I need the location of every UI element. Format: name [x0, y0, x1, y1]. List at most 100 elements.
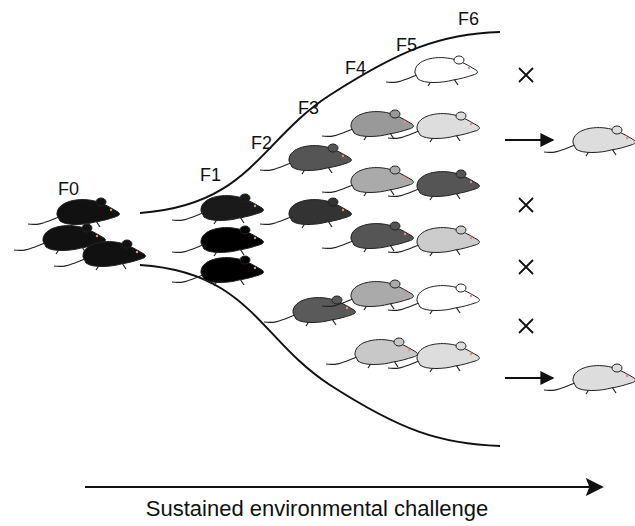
mouse-tail [28, 217, 59, 224]
mouse-body [355, 340, 417, 365]
mouse [28, 198, 119, 228]
mouse-eye [342, 209, 344, 211]
mouse-tail [544, 145, 575, 152]
mouse-body [201, 258, 263, 283]
mouse-tail [388, 361, 419, 368]
mouse-eye [254, 267, 256, 269]
cross-mark [519, 319, 533, 333]
upper-envelope [140, 32, 500, 213]
mouse [322, 280, 413, 310]
mouse-ear [122, 240, 132, 248]
mouse [260, 144, 351, 174]
mouse-body [351, 282, 413, 307]
mouse-ear [240, 194, 250, 202]
lower-envelope [140, 265, 500, 446]
mouse-body [293, 298, 355, 323]
mouse [172, 194, 263, 224]
mouse-ear [332, 296, 342, 304]
survival-arrow [505, 377, 553, 379]
mouse-tail [264, 315, 295, 322]
mouse-ear [612, 126, 622, 134]
mouse-eye [404, 121, 406, 123]
axis-caption: Sustained environmental challenge [146, 498, 488, 520]
mouse-eye [404, 233, 406, 235]
mouse-body [417, 172, 479, 197]
mouse-ear [456, 342, 466, 350]
mouse [54, 240, 145, 270]
mouse-ear [454, 56, 464, 64]
mouse-tail [322, 299, 353, 306]
mouse-eye [136, 251, 138, 253]
mouse-ear [390, 222, 400, 230]
mouse [388, 226, 479, 256]
mouse-ear [390, 280, 400, 288]
mouse-ear [328, 144, 338, 152]
mouse-ear [456, 284, 466, 292]
mouse [388, 342, 479, 372]
mouse-ear [240, 256, 250, 264]
mouse-body [289, 146, 351, 171]
generation-label: F5 [396, 36, 417, 54]
mouse-tail [322, 241, 353, 248]
mouse [172, 256, 263, 286]
mouse-ear [456, 112, 466, 120]
generation-label: F3 [298, 99, 319, 117]
generation-label: F2 [251, 134, 272, 152]
generation-label: F4 [345, 59, 366, 77]
mouse-tail [322, 129, 353, 136]
mouse-eye [254, 237, 256, 239]
mouse-tail [388, 303, 419, 310]
mouse [388, 170, 479, 200]
mouse-body [289, 200, 351, 225]
mouse-eye [626, 137, 628, 139]
mouse-eye [470, 295, 472, 297]
time-arrow [85, 486, 602, 488]
mouse-ear [328, 198, 338, 206]
cross-mark [519, 260, 533, 274]
mouse-tail [14, 243, 45, 250]
mouse [326, 338, 417, 368]
mouse-tail [544, 383, 575, 390]
mouse-eye [470, 353, 472, 355]
mouse-body [351, 112, 413, 137]
mouse-body [351, 224, 413, 249]
mouse-body [57, 200, 119, 225]
mouse-eye [346, 307, 348, 309]
mouse-tail [54, 259, 85, 266]
mouse [322, 222, 413, 252]
mouse [322, 110, 413, 140]
mouse-ear [612, 364, 622, 372]
mouse [386, 56, 477, 86]
mouse-tail [260, 217, 291, 224]
mouse-eye [468, 67, 470, 69]
mouse-tail [172, 213, 203, 220]
mouse-eye [110, 209, 112, 211]
mouse-tail [172, 275, 203, 282]
mouse-eye [254, 205, 256, 207]
mouse-ear [390, 110, 400, 118]
mouse-body [415, 58, 477, 83]
mouse-ear [456, 170, 466, 178]
mouse-ear [240, 226, 250, 234]
mouse-eye [626, 375, 628, 377]
mouse [264, 296, 355, 326]
mouse-tail [260, 163, 291, 170]
mouse-eye [470, 123, 472, 125]
cross-mark [519, 68, 533, 82]
mouse [260, 198, 351, 228]
mouse-ear [456, 226, 466, 234]
mouse-tail [172, 245, 203, 252]
mouse [388, 284, 479, 314]
mouse-body [417, 114, 479, 139]
mouse-eye [404, 291, 406, 293]
mouse [388, 112, 479, 142]
mouse-body [573, 128, 635, 153]
mouse-ear [394, 338, 404, 346]
mouse [322, 166, 413, 196]
generation-label: F0 [58, 180, 79, 198]
mouse [544, 126, 635, 156]
mouse-body [201, 196, 263, 221]
mouse-body [83, 242, 145, 267]
mouse-tail [388, 131, 419, 138]
generation-label: F6 [458, 10, 479, 28]
